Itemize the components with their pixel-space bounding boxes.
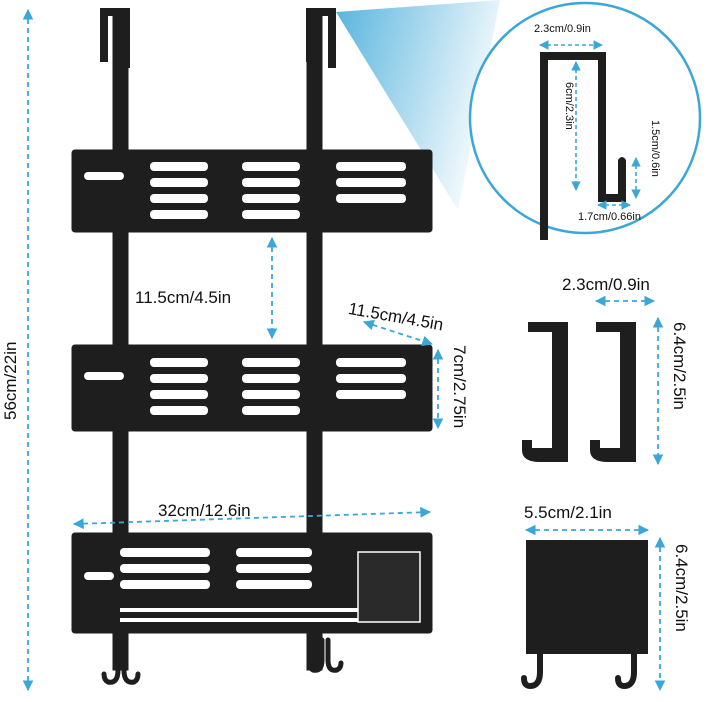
shower-caddy xyxy=(71,8,433,685)
shelf-gap-label: 11.5cm/4.5in xyxy=(135,288,232,307)
wide-hook-plate xyxy=(526,540,648,654)
small-hook-icon xyxy=(590,322,636,462)
shelf-depth-dim xyxy=(362,319,434,347)
shelf-width-label: 32cm/12.6in xyxy=(158,501,251,520)
small-hook-icon xyxy=(522,322,568,462)
shelf-top xyxy=(71,149,433,233)
right-door-hook-icon xyxy=(306,8,336,68)
shelf-bottom xyxy=(71,532,433,634)
left-door-hook-icon xyxy=(100,8,130,68)
wide-hook xyxy=(521,540,648,690)
total-height-label: 56cm/22in xyxy=(1,341,20,420)
hook-gap-label: 1.7cm/0.66in xyxy=(578,211,641,223)
hook-drop-label: 6cm/2.3in xyxy=(563,82,575,130)
zoom-beam xyxy=(336,0,500,210)
small-hook-width-label: 2.3cm/0.9in xyxy=(562,275,650,294)
small-hooks xyxy=(522,322,636,462)
small-hook-height-label: 6.4cm/2.5in xyxy=(670,322,689,410)
wide-hook-width-label: 5.5cm/2.1in xyxy=(524,503,612,522)
shelf-middle xyxy=(71,344,433,432)
hook-top-width-label: 2.3cm/0.9in xyxy=(534,23,591,35)
shelf-height-label: 7cm/2.75in xyxy=(450,345,469,429)
hook-lip-label: 1.5cm/0.6in xyxy=(649,120,661,177)
wide-hook-height-label: 6.4cm/2.5in xyxy=(672,544,691,632)
bottom-hook-icon xyxy=(101,637,121,685)
hook-zoom-callout xyxy=(468,1,702,240)
